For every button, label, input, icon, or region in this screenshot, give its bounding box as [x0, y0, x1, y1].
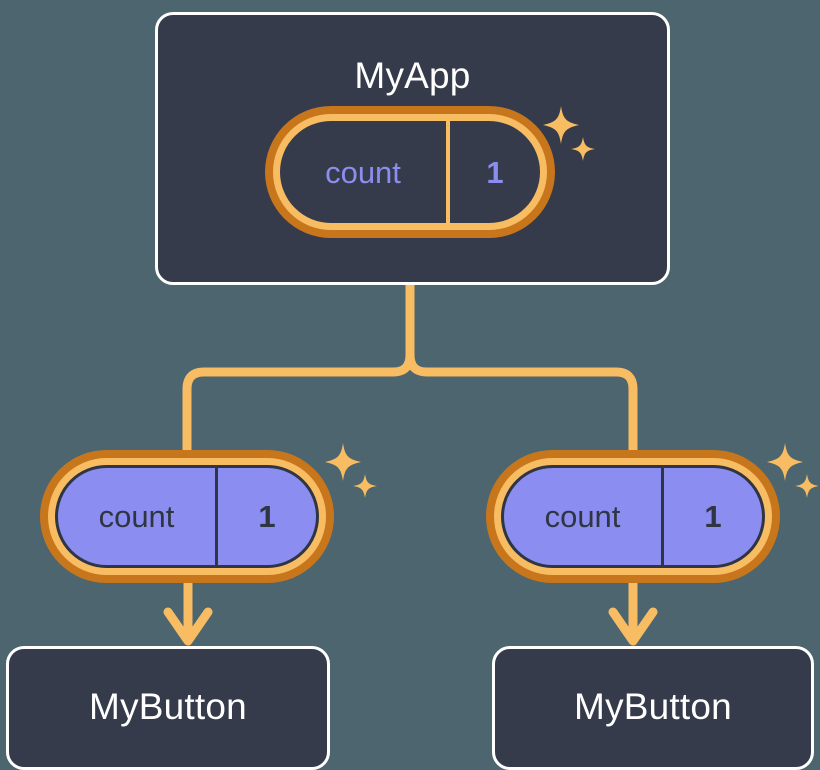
wire-arrow-left-head — [163, 607, 213, 646]
state-pill-ring: count 1 — [494, 458, 772, 575]
state-key: count — [280, 121, 450, 223]
component-title-mybutton-right: MyButton — [574, 686, 732, 727]
component-card-mybutton-right[interactable]: MyButton — [492, 646, 814, 770]
wire-arrow-right-head — [608, 607, 658, 646]
sparkle-small — [795, 474, 819, 498]
state-pill-child-right[interactable]: count 1 — [486, 450, 780, 583]
state-pill-body: count 1 — [501, 465, 765, 568]
wire-branch-left — [182, 354, 415, 452]
state-pill-body: count 1 — [280, 121, 540, 223]
sparkle-large — [325, 443, 361, 481]
sparkle-large — [767, 443, 803, 481]
state-pill-body: count 1 — [55, 465, 319, 568]
component-title-myapp: MyApp — [354, 55, 471, 96]
sparkle-small — [353, 474, 377, 498]
state-value: 1 — [258, 499, 276, 534]
state-pill-ring: count 1 — [48, 458, 326, 575]
state-key: count — [58, 468, 218, 565]
state-value: 1 — [704, 499, 722, 534]
wire-branch-right — [405, 354, 638, 452]
component-card-mybutton-left[interactable]: MyButton — [6, 646, 330, 770]
state-pill-child-left[interactable]: count 1 — [40, 450, 334, 583]
state-pill-ring: count 1 — [273, 114, 547, 230]
state-pill-root[interactable]: count 1 — [265, 106, 555, 238]
state-value: 1 — [486, 154, 504, 190]
state-key: count — [504, 468, 664, 565]
component-title-mybutton-left: MyButton — [89, 686, 247, 727]
